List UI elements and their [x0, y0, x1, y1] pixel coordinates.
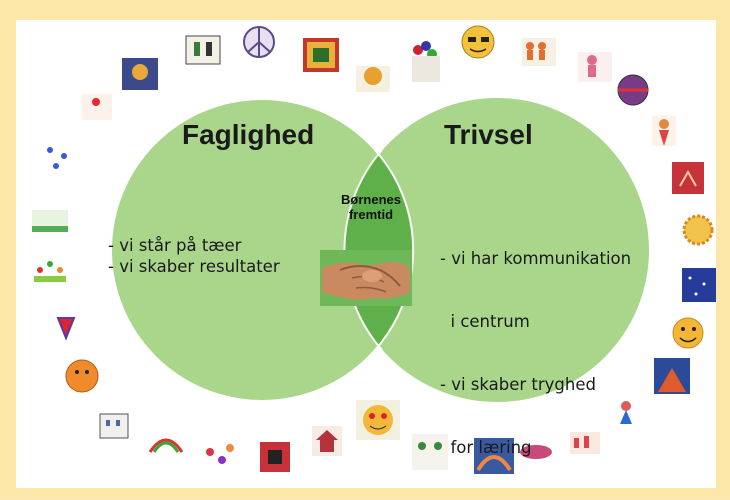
handshake-image: [320, 250, 412, 306]
trivsel-bullet-2: - vi skaber tryghed: [440, 375, 596, 394]
drawing-orange-figures: [522, 38, 556, 66]
drawing-diamond: [56, 317, 76, 341]
intersection-label-line2: fremtid: [348, 207, 394, 222]
drawing-rainbow-scene: [474, 438, 514, 474]
drawing-red-square: [672, 162, 704, 194]
drawing-house: [312, 426, 342, 456]
trivsel-bullets: - vi har kommunikation i centrum - vi sk…: [440, 206, 631, 500]
faglighed-title: Faglighed: [182, 119, 315, 150]
trivsel-title: Trivsel: [444, 119, 533, 150]
decorative-drawings: [32, 25, 716, 474]
drawing-dots: [47, 147, 67, 169]
drawing-swing: [82, 94, 112, 120]
drawing-dark-square: [122, 58, 158, 90]
drawing-flowers: [206, 444, 234, 464]
intersection-label: Børnenes fremtid: [330, 192, 412, 222]
drawing-blue-figure: [620, 401, 632, 424]
drawing-heart-eyes-smiley: [356, 400, 400, 440]
drawing-building: [99, 413, 129, 439]
trivsel-circle: [345, 98, 649, 402]
trivsel-bullet-1: - vi har kommunikation: [440, 249, 632, 268]
drawing-landscape: [32, 210, 68, 232]
intersection-left-edge: [374, 149, 415, 351]
drawing-flower-row: [34, 261, 66, 282]
drawing-girl: [652, 116, 676, 146]
drawing-globe: [617, 74, 649, 106]
drawing-peace-sign: [243, 26, 275, 58]
drawing-people-green: [412, 434, 448, 470]
drawing-smiley: [672, 317, 704, 349]
drawing-smiley-sunglasses: [461, 25, 495, 59]
drawing-volcano: [654, 358, 690, 394]
drawing-cloud: [520, 445, 552, 459]
drawing-sun-face: [682, 214, 714, 246]
drawing-rainbow: [148, 438, 184, 453]
faglighed-bullet-1: - vi står på tæer: [108, 236, 242, 255]
drawing-pink-figure: [578, 52, 612, 82]
drawing-balloons: [412, 41, 440, 82]
faglighed-bullet-2: - vi skaber resultater: [108, 257, 280, 276]
drawing-colorful-square: [303, 38, 339, 72]
drawing-blue-stars: [682, 268, 716, 302]
drawing-orange-smiley: [65, 359, 99, 393]
drawing-sun: [356, 66, 390, 92]
trivsel-bullet-2-cont: for læring: [440, 438, 532, 457]
trivsel-bullet-1-cont: i centrum: [440, 312, 530, 331]
drawing-family: [185, 35, 221, 65]
drawing-red-tile: [260, 442, 290, 472]
faglighed-bullets: - vi står på tæer - vi skaber resultater: [108, 235, 280, 277]
drawing-castle: [570, 432, 600, 454]
intersection-label-line1: Børnenes: [341, 192, 401, 207]
faglighed-circle: [112, 100, 412, 400]
